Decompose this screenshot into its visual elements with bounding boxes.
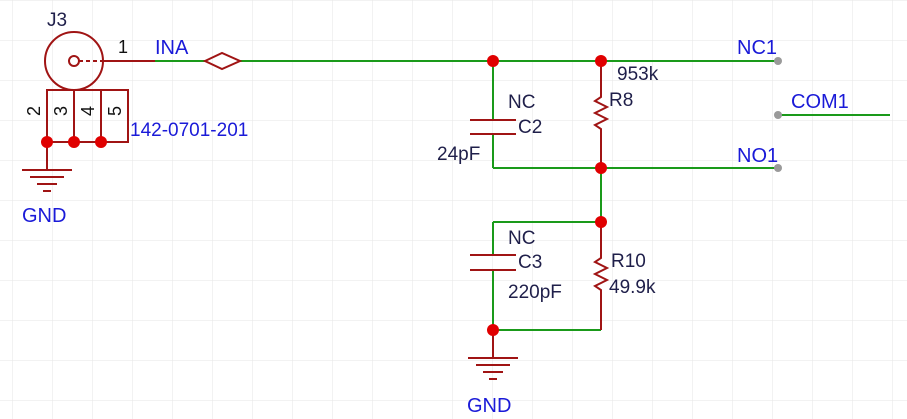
junction-dot [95, 136, 107, 148]
r10-zigzag [592, 222, 610, 330]
r10-value: 49.9k [609, 277, 656, 298]
net-label-no1[interactable]: NO1 [737, 145, 778, 167]
capacitor-c3[interactable] [470, 254, 516, 271]
c3-note: NC [508, 228, 535, 249]
connector-j3[interactable] [44, 31, 155, 143]
r8-ref: R8 [609, 90, 633, 111]
connector-pin-label: 4 [78, 106, 98, 116]
terminal-no1-icon[interactable] [774, 164, 782, 172]
net-label-ina[interactable]: INA [155, 37, 189, 59]
port-diamond-icon[interactable] [202, 51, 243, 71]
junction-dot [595, 55, 607, 67]
r10-ref: R10 [611, 251, 646, 272]
r8-value: 953k [617, 64, 659, 85]
connector-ref: J3 [47, 10, 67, 31]
junctions [41, 55, 607, 336]
connector-pin1-number: 1 [118, 37, 128, 57]
net-label-nc1[interactable]: NC1 [737, 37, 777, 59]
junction-dot [41, 136, 53, 148]
junction-dot [595, 216, 607, 228]
junction-dot [487, 55, 499, 67]
c2-note: NC [508, 92, 535, 113]
terminal-nc1-icon[interactable] [774, 57, 782, 65]
c3-value: 220pF [508, 282, 562, 303]
net-label-com1[interactable]: COM1 [791, 91, 849, 113]
net-label-gnd-bottom[interactable]: GND [467, 395, 511, 417]
net-label-gnd-left[interactable]: GND [22, 205, 66, 227]
connector-pin-label: 3 [51, 106, 71, 116]
connector-pin-box [46, 89, 129, 143]
junction-dot [487, 324, 499, 336]
junction-dot [595, 162, 607, 174]
c3-ref: C3 [518, 252, 542, 273]
capacitor-c2[interactable] [470, 119, 516, 135]
terminal-com1-icon[interactable] [774, 111, 782, 119]
resistor-r8[interactable] [592, 61, 610, 168]
c2-ref: C2 [518, 117, 542, 138]
junction-dot [68, 136, 80, 148]
c2-value: 24pF [437, 144, 480, 165]
open-terminals [774, 57, 782, 172]
connector-pin-label: 5 [105, 106, 125, 116]
connector-pin-label: 2 [24, 106, 44, 116]
resistor-r10[interactable] [592, 222, 610, 330]
r8-zigzag [592, 61, 610, 168]
connector-part-number: 142-0701-201 [130, 120, 248, 141]
